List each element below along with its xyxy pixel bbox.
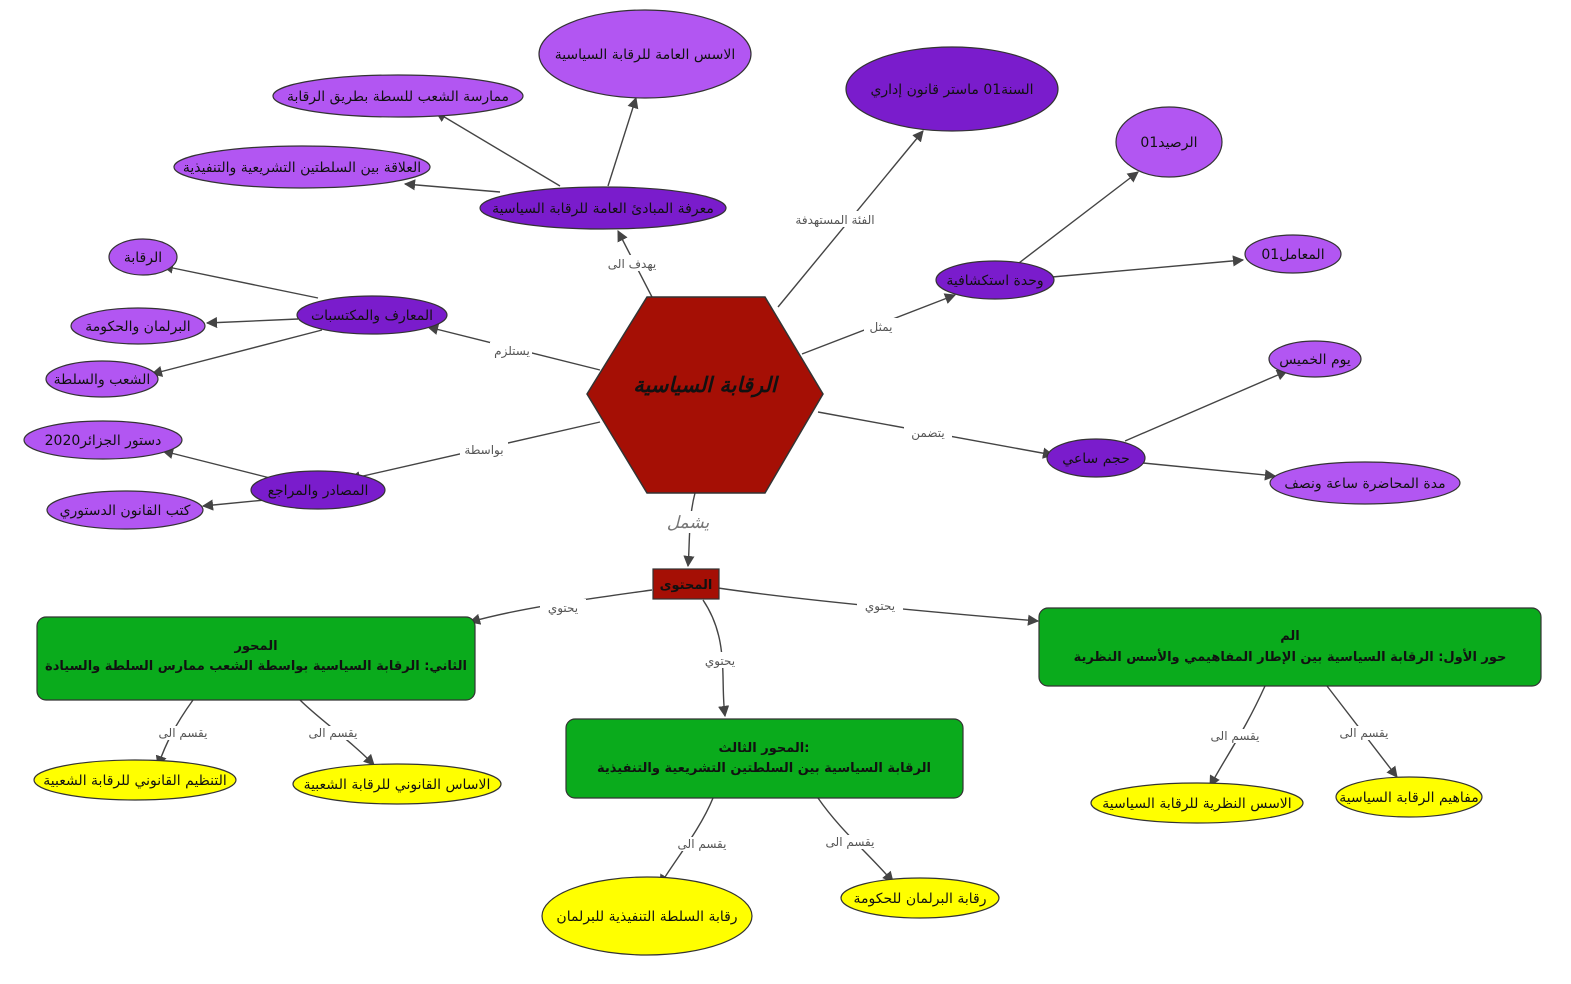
node-h-duration[interactable]: مدة المحاضرة ساعة ونصف <box>1269 461 1461 505</box>
svg-text:الرصيد01: الرصيد01 <box>1140 135 1197 151</box>
label-contains-axis3: يحتوي <box>705 654 735 669</box>
label-includes: يتضمن <box>911 426 944 441</box>
node-k-oversight[interactable]: الرقابة <box>108 238 178 276</box>
label-via: بواسطة <box>464 443 503 458</box>
svg-text:ممارسة الشعب للسطة بطريق الرقا: ممارسة الشعب للسطة بطريق الرقابة <box>287 89 509 105</box>
label-divides-a1-concepts: يقسم الى <box>1340 726 1389 740</box>
node-knowledge[interactable]: المعارف والمكتسبات <box>296 295 448 335</box>
node-s-books[interactable]: كتب القانون الدستوري <box>46 490 204 530</box>
edge-labels: يهدف الى الفئة المستهدفة يمثل يستلزم بوا… <box>158 211 1389 851</box>
node-sources[interactable]: المصادر والمراجع <box>250 470 386 510</box>
label-divides-a1-theory: يقسم الى <box>1211 729 1260 743</box>
node-a2-legal[interactable]: الاساس القانوني للرقابة الشعبية <box>292 763 502 805</box>
node-a1-concepts[interactable]: مفاهيم الرقابة السياسية <box>1335 776 1483 818</box>
svg-text:حجم ساعي: حجم ساعي <box>1062 451 1129 467</box>
svg-text:الرقابة: الرقابة <box>124 250 162 266</box>
svg-text:البرلمان والحكومة: البرلمان والحكومة <box>85 319 190 335</box>
svg-text:العلاقة بين السلطتين التشريعية: العلاقة بين السلطتين التشريعية والتنفيذي… <box>183 160 421 176</box>
node-coefficient[interactable]: المعامل01 <box>1244 234 1342 274</box>
label-requires: يستلزم <box>494 344 530 359</box>
label-contains-axis1: يحتوي <box>865 599 895 614</box>
node-target[interactable]: السنة01 ماستر قانون إداري <box>845 46 1059 132</box>
edge-sources-books <box>201 499 266 511</box>
node-people-exercise[interactable]: ممارسة الشعب للسطة بطريق الرقابة <box>272 74 524 118</box>
node-k-parliament[interactable]: البرلمان والحكومة <box>70 307 206 345</box>
svg-text:الثاني: الرقابة السياسية بواسط: الثاني: الرقابة السياسية بواسطة الشعب مم… <box>45 659 467 674</box>
content-node[interactable]: المحتوى <box>652 568 720 600</box>
label-divides-a2-org: يقسم الى <box>159 726 208 740</box>
label-divides-a3-exec: يقسم الى <box>678 837 727 851</box>
svg-text:معرفة المبادئ العامة للرقابة ا: معرفة المبادئ العامة للرقابة السياسية <box>492 201 714 217</box>
label-represents: يمثل <box>870 320 893 334</box>
svg-text:المحور: المحور <box>233 639 277 654</box>
axis-nodes: الم حور الأول: الرقابة السياسية بين الإط… <box>36 607 1542 799</box>
svg-text:مدة المحاضرة ساعة ونصف: مدة المحاضرة ساعة ونصف <box>1284 476 1445 492</box>
node-general-bases[interactable]: الاسس العامة للرقابة السياسية <box>538 9 752 99</box>
svg-text:مفاهيم الرقابة السياسية: مفاهيم الرقابة السياسية <box>1339 790 1479 806</box>
edge-unit-credit <box>1014 171 1139 267</box>
svg-text:الاسس العامة للرقابة السياسية: الاسس العامة للرقابة السياسية <box>555 47 736 63</box>
node-k-people[interactable]: الشعب والسلطة <box>45 360 159 398</box>
node-a2-org[interactable]: التنظيم القانوني للرقابة الشعبية <box>33 759 237 801</box>
svg-text:وحدة استكشافية: وحدة استكشافية <box>946 273 1043 289</box>
node-hours[interactable]: حجم ساعي <box>1046 438 1146 478</box>
node-s-constitution[interactable]: دستور الجزائر2020 <box>23 420 183 460</box>
node-unit[interactable]: وحدة استكشافية <box>935 260 1055 300</box>
edge-knowledge-people <box>150 329 323 377</box>
svg-text:دستور الجزائر2020: دستور الجزائر2020 <box>45 433 162 449</box>
yellow-nodes: مفاهيم الرقابة السياسية الاسس النظرية لل… <box>33 759 1483 956</box>
edge-sources-constitution <box>161 448 271 479</box>
node-h-thursday[interactable]: يوم الخميس <box>1268 340 1362 378</box>
svg-text:كتب القانون الدستوري: كتب القانون الدستوري <box>60 503 191 519</box>
node-objective[interactable]: معرفة المبادئ العامة للرقابة السياسية <box>479 186 727 230</box>
center-node[interactable]: الرقابة السياسية <box>586 296 824 494</box>
svg-text:المعامل01: المعامل01 <box>1261 247 1324 263</box>
purple-nodes: معرفة المبادئ العامة للرقابة السياسية ال… <box>23 9 1461 530</box>
svg-text:المعارف والمكتسبات: المعارف والمكتسبات <box>311 308 433 324</box>
node-relation[interactable]: العلاقة بين السلطتين التشريعية والتنفيذي… <box>173 145 431 189</box>
svg-text:رقابة البرلمان للحكومة: رقابة البرلمان للحكومة <box>854 891 987 907</box>
edge-hours-thursday <box>1124 369 1289 442</box>
svg-text:المحور الثالث:: المحور الثالث: <box>719 741 810 756</box>
svg-text:رقابة السلطة التنفيذية للبرلما: رقابة السلطة التنفيذية للبرلمان <box>556 909 737 925</box>
label-contains-axis2: يحتوي <box>548 601 578 616</box>
svg-text:الرقابة السياسية بين السلطتين: الرقابة السياسية بين السلطتين التشريعية … <box>597 761 931 776</box>
svg-text:الاسس النظرية للرقابة السياسية: الاسس النظرية للرقابة السياسية <box>1102 796 1291 812</box>
edge-knowledge-oversight <box>161 262 319 299</box>
node-a3-parl[interactable]: رقابة البرلمان للحكومة <box>840 877 1000 919</box>
label-divides-a2-legal: يقسم الى <box>309 726 358 740</box>
svg-text:الاساس القانوني للرقابة الشعبي: الاساس القانوني للرقابة الشعبية <box>304 777 491 793</box>
label-target-group: الفئة المستهدفة <box>795 213 874 227</box>
svg-text:التنظيم القانوني للرقابة الشعب: التنظيم القانوني للرقابة الشعبية <box>43 773 227 789</box>
content-label: المحتوى <box>660 578 713 593</box>
edge-objective-relation <box>403 179 501 193</box>
edge-unit-coefficient <box>1051 255 1245 278</box>
edge-objective-people <box>435 111 561 187</box>
center-label: الرقابة السياسية <box>633 373 780 398</box>
svg-text:الم: الم <box>1280 629 1300 644</box>
label-aims: يهدف الى <box>608 257 656 271</box>
edge-objective-bases <box>607 96 639 187</box>
node-a3-exec[interactable]: رقابة السلطة التنفيذية للبرلمان <box>541 876 753 956</box>
node-axis1[interactable]: الم حور الأول: الرقابة السياسية بين الإط… <box>1038 607 1542 687</box>
svg-text:السنة01 ماستر قانون إداري: السنة01 ماستر قانون إداري <box>870 82 1033 98</box>
node-axis3[interactable]: المحور الثالث: الرقابة السياسية بين السل… <box>565 718 964 799</box>
svg-text:حور الأول: الرقابة السياسية بي: حور الأول: الرقابة السياسية بين الإطار ا… <box>1074 648 1507 665</box>
label-covers: يشمل <box>667 513 710 533</box>
node-credit[interactable]: الرصيد01 <box>1115 106 1223 178</box>
edge-knowledge-parliament <box>205 316 299 329</box>
node-axis2[interactable]: المحور الثاني: الرقابة السياسية بواسطة ا… <box>36 616 476 701</box>
node-a1-theory[interactable]: الاسس النظرية للرقابة السياسية <box>1090 782 1304 824</box>
svg-text:الشعب والسلطة: الشعب والسلطة <box>54 372 151 388</box>
svg-text:يوم الخميس: يوم الخميس <box>1279 352 1351 368</box>
svg-text:المصادر والمراجع: المصادر والمراجع <box>268 483 369 499</box>
label-divides-a3-parl: يقسم الى <box>826 835 875 849</box>
edge-hours-duration <box>1142 462 1277 481</box>
